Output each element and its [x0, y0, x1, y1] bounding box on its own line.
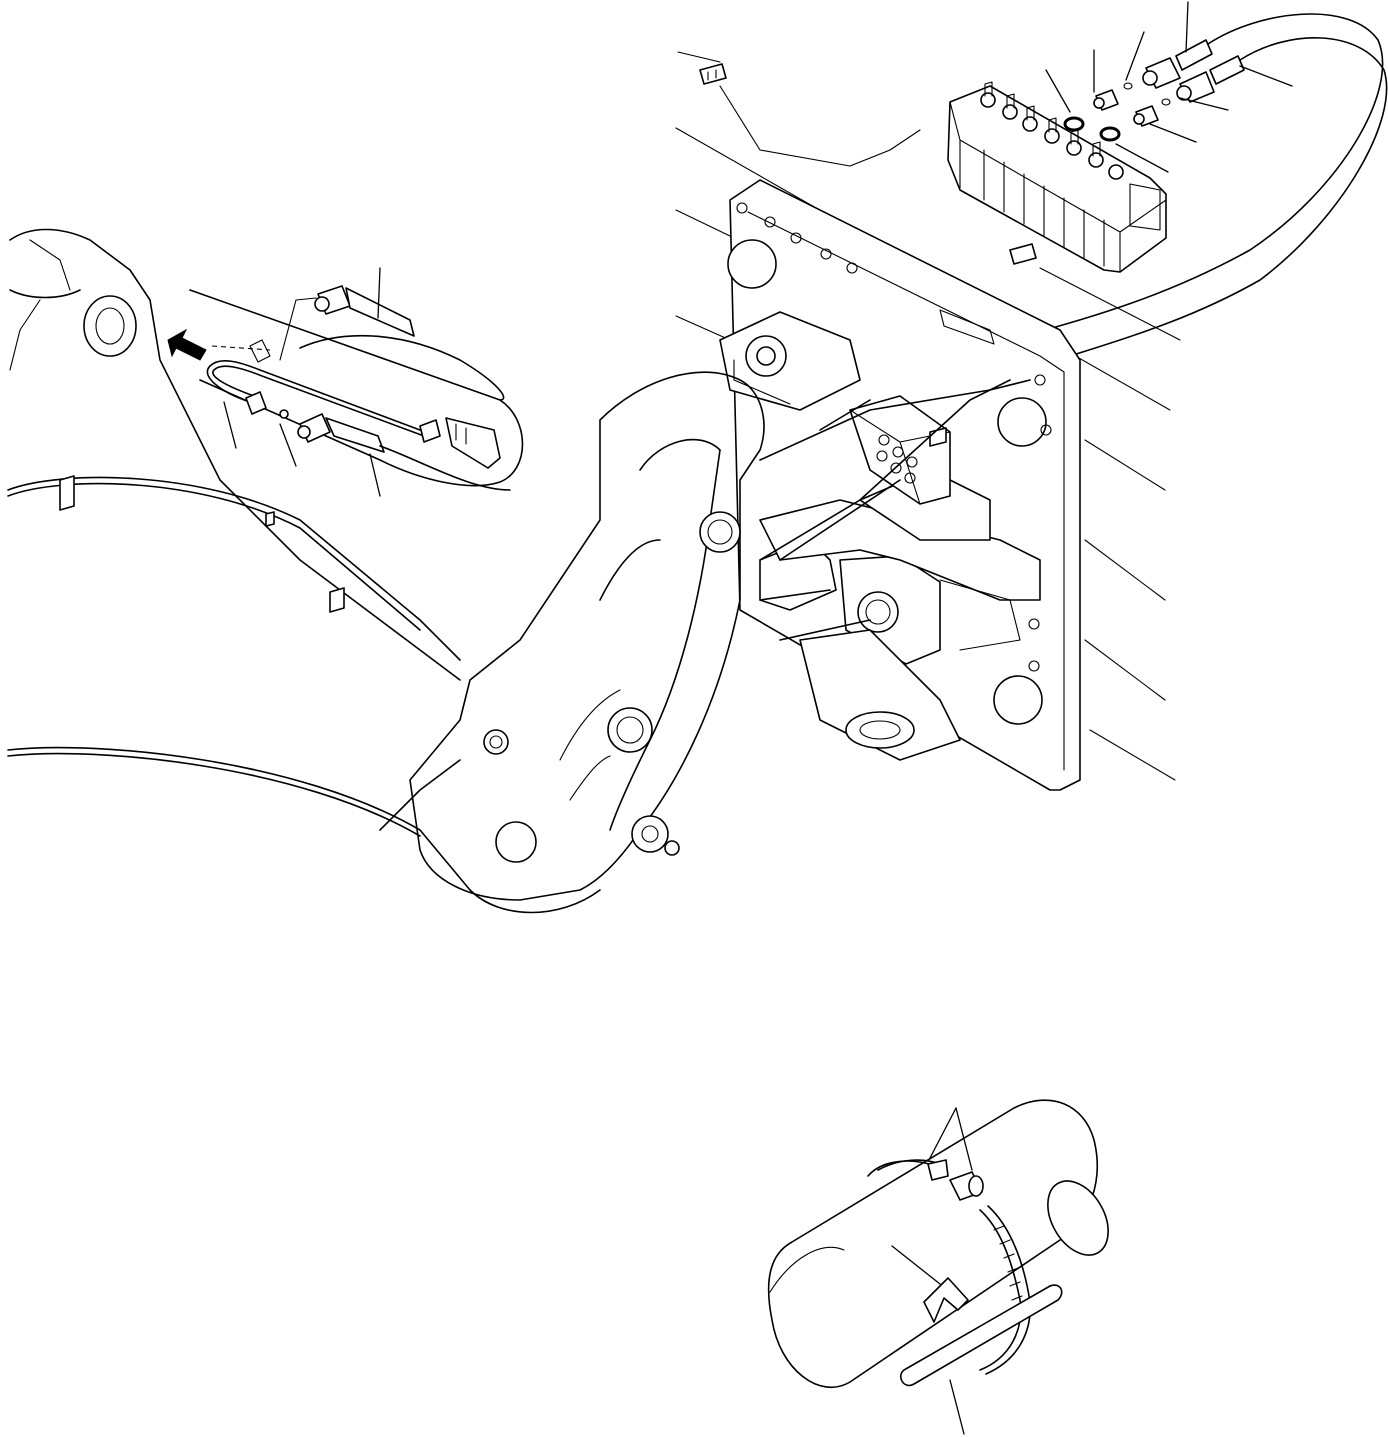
control-valve-block [947, 81, 1167, 273]
main-view [7, 1, 1388, 914]
solenoid-block [849, 395, 951, 505]
hose-runs [759, 379, 1031, 561]
hoses [1009, 13, 1388, 357]
tube-fitting-left [245, 391, 267, 415]
boom-arm [7, 228, 601, 914]
swing-bracket [719, 311, 861, 411]
adapter-upper [1093, 89, 1119, 111]
detail-view [767, 1099, 1109, 1435]
clip-upper [699, 63, 727, 85]
cylinder-assembly [759, 469, 1041, 761]
hose-end-b [1176, 55, 1245, 103]
pipe-detail-inset [167, 285, 524, 491]
clamp-pad [923, 1277, 969, 1323]
pipe-end-ellipse [1047, 1180, 1109, 1256]
hose-end-a [1142, 39, 1213, 89]
valve-spools [980, 81, 1124, 180]
end-connector [419, 417, 501, 469]
adapter-lower [1133, 105, 1159, 127]
clip-lower [1009, 243, 1037, 265]
hose-end-fitting [297, 413, 385, 453]
detail-hose [899, 1284, 1063, 1387]
boom-body [409, 371, 765, 901]
clamp-band [867, 1159, 1031, 1375]
upper-hose-end [314, 285, 415, 337]
direction-arrow-icon [167, 328, 207, 361]
leader-lines-detail [891, 1107, 973, 1435]
pipe-body [767, 1099, 1098, 1388]
leader-lines-main [223, 1, 1293, 497]
valve-fittings [1063, 39, 1245, 142]
